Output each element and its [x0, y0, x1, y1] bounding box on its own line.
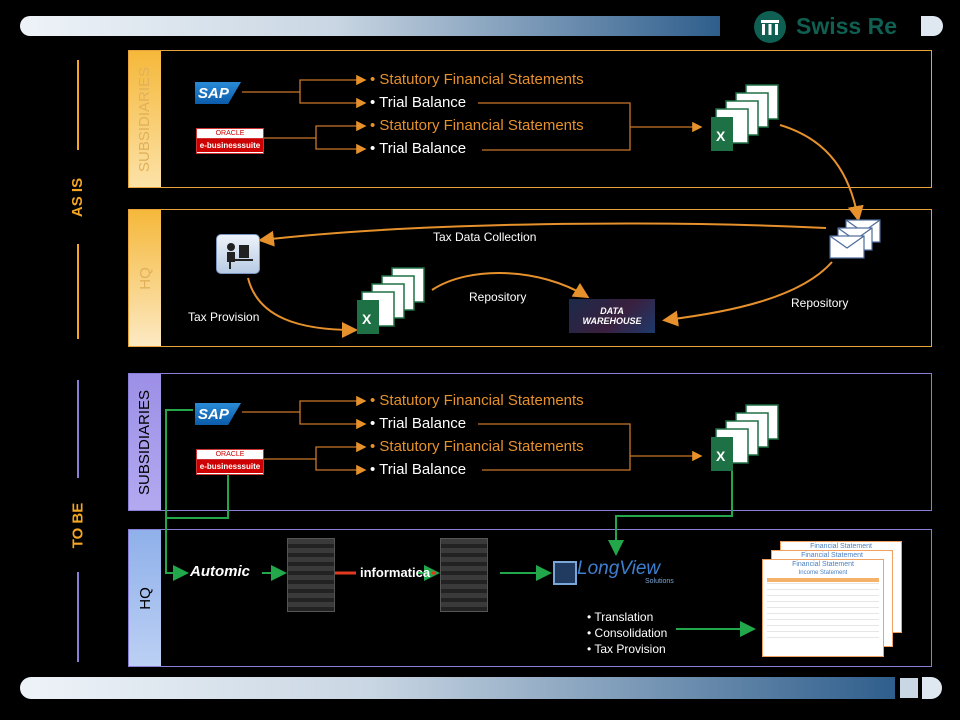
bullet-translation: • Translation [587, 610, 654, 624]
as-is-subsidiaries-tab: SUBSIDIARIES [129, 51, 161, 187]
sap-logo-to-be: SAP [195, 403, 241, 425]
to-be-subsidiaries-tab: SUBSIDIARIES [129, 374, 161, 510]
brand-name: Swiss Re [796, 13, 897, 39]
footer-square [900, 678, 918, 698]
header-bar [20, 16, 720, 36]
footer-bar-end [922, 677, 942, 699]
as-is-hq-panel [128, 209, 932, 347]
sap-logo-as-is: SAP [195, 82, 241, 104]
to-be-line-top [77, 380, 79, 478]
as-is-line-top [77, 60, 79, 150]
bullet-tax-provision: • Tax Provision [587, 642, 666, 656]
tax-provision-label: Tax Provision [188, 310, 260, 324]
report-page-front: Financial Statement Income Statement [762, 559, 884, 657]
repository-label-left: Repository [469, 290, 527, 304]
envelopes-icon [829, 219, 881, 259]
svg-text:X: X [362, 311, 372, 327]
to-be-hq-panel [128, 529, 932, 667]
tax-data-collection-label: Tax Data Collection [433, 230, 537, 244]
as-is-hq-tab: HQ [129, 210, 161, 346]
svg-text:X: X [716, 448, 726, 464]
excel-files-icon: X [711, 404, 779, 471]
automic-logo: Automic [190, 563, 250, 580]
to-be-oracle-sfs: • Statutory Financial Statements [370, 438, 584, 455]
footer-bar [20, 677, 895, 699]
to-be-hq-tab: HQ [129, 530, 161, 666]
to-be-subsidiaries-panel [128, 373, 932, 511]
as-is-sap-sfs: • Statutory Financial Statements [370, 71, 584, 88]
bullet-consolidation: • Consolidation [587, 626, 668, 640]
svg-text:X: X [716, 128, 726, 144]
header-bar-end [921, 16, 943, 36]
data-warehouse-icon: DATA WAREHOUSE [569, 299, 655, 333]
swiss-re-logo [750, 10, 915, 45]
to-be-sap-sfs: • Statutory Financial Statements [370, 392, 584, 409]
as-is-line-bottom [77, 244, 79, 339]
as-is-oracle-sfs: • Statutory Financial Statements [370, 117, 584, 134]
to-be-oracle-tb: • Trial Balance [370, 461, 467, 478]
excel-files-icon: X [357, 267, 425, 334]
as-is-subsidiaries-panel [128, 50, 932, 188]
informatica-logo: informatica [360, 565, 431, 580]
longview-sub: Solutions [645, 578, 674, 585]
tax-person-icon [216, 234, 260, 274]
repository-label-right: Repository [791, 296, 849, 310]
data-cube-right-icon [440, 538, 488, 612]
to-be-line-bottom [77, 572, 79, 662]
oracle-logo-to-be: ORACLE e-businesssuite [196, 449, 264, 475]
longview-logo: LongView [577, 558, 661, 579]
excel-files-icon: X [711, 84, 779, 151]
oracle-logo-as-is: ORACLE e-businesssuite [196, 128, 264, 154]
data-cube-left-icon [287, 538, 335, 612]
as-is-oracle-tb: • Trial Balance [370, 140, 467, 157]
to-be-bullets: • Translation • Consolidation • Tax Prov… [587, 609, 667, 657]
to-be-sap-tb: • Trial Balance [370, 415, 467, 432]
as-is-sap-tb: • Trial Balance [370, 94, 467, 111]
longview-icon [553, 561, 577, 585]
